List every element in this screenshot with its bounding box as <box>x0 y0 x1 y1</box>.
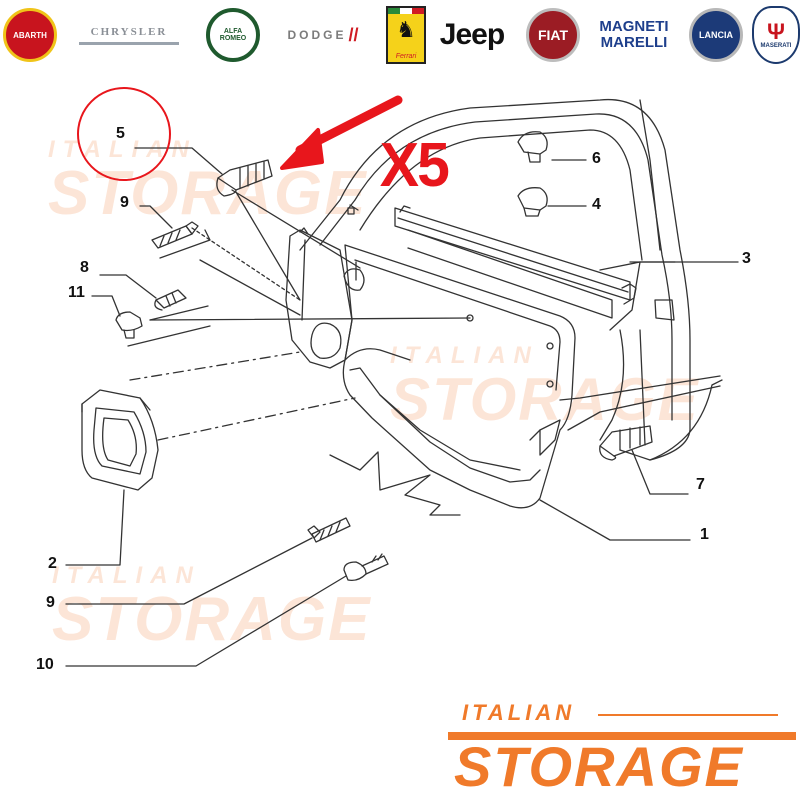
label-part-9: 9 <box>120 194 129 211</box>
part10-push-clip <box>343 561 367 582</box>
alfa-romeo-text: ALFA ROMEO <box>219 28 247 42</box>
part9-screw-lower <box>311 517 351 543</box>
trim-panel <box>342 244 576 509</box>
part9-screw-upper <box>151 225 193 249</box>
label-part-4: 4 <box>592 196 601 213</box>
label-part-5: 5 <box>116 125 125 142</box>
label-part-7: 7 <box>696 476 705 493</box>
alfa-romeo-badge-icon: ALFA ROMEO <box>206 8 260 62</box>
ferrari-shield-icon: ♞ Ferrari <box>386 6 426 64</box>
speaker-grille <box>81 389 159 491</box>
brand-logo-strip: ABARTH CHRYSLER ALFA ROMEO DODGE// ♞ Fer… <box>0 0 800 74</box>
ferrari-text: Ferrari <box>395 53 417 60</box>
fiat-badge-icon: FIAT <box>526 8 580 62</box>
jeep-text: Jeep <box>439 18 505 51</box>
dodge-stripes-icon: // <box>348 24 359 45</box>
magneti-marelli-text: MAGNETI MARELLI <box>599 18 669 51</box>
label-part-11: 11 <box>68 284 85 301</box>
lancia-badge-icon: LANCIA <box>689 8 743 62</box>
dodge-logo: DODGE// <box>270 6 376 64</box>
abarth-text: ABARTH <box>13 30 47 40</box>
label-part-10: 10 <box>36 656 54 673</box>
part11-clip <box>115 311 143 332</box>
highlight-circle <box>77 87 171 181</box>
logo-line2: STORAGE <box>454 735 744 798</box>
label-part-2: 2 <box>48 555 57 572</box>
fiat-logo: FIAT <box>524 6 582 64</box>
prancing-horse-icon: ♞ <box>396 17 416 42</box>
jeep-logo: Jeep <box>430 6 514 64</box>
chrysler-text: CHRYSLER <box>78 26 180 45</box>
dodge-text: DODGE <box>287 28 347 42</box>
abarth-scorpion-icon: ABARTH <box>3 8 57 62</box>
door-frame <box>299 98 691 461</box>
lancia-logo: LANCIA <box>686 6 746 64</box>
part7-fastener <box>599 425 653 457</box>
abarth-logo: ABARTH <box>2 6 58 64</box>
quantity-callout: X5 <box>379 131 450 200</box>
door-frame-inner <box>319 113 673 421</box>
logo-line1: ITALIAN <box>462 700 576 725</box>
italian-storage-logo: ITALIAN STORAGE <box>448 700 796 798</box>
maserati-text: MASERATI <box>760 43 792 49</box>
lancia-text: LANCIA <box>699 30 733 40</box>
part4-clip <box>517 187 548 211</box>
window-seal-strip <box>394 207 631 301</box>
chrysler-logo: CHRYSLER <box>62 6 196 64</box>
label-part-6: 6 <box>592 150 601 167</box>
magneti-marelli-logo: MAGNETI MARELLI <box>588 6 680 64</box>
part8-screw <box>155 289 187 309</box>
label-part-9-lower: 9 <box>46 594 55 611</box>
part5-fastener <box>217 159 273 191</box>
alfa-romeo-logo: ALFA ROMEO <box>204 6 262 64</box>
label-part-8: 8 <box>80 259 89 276</box>
logo-band <box>448 732 796 740</box>
label-part-3: 3 <box>742 250 751 267</box>
logo-rule <box>598 714 778 716</box>
ferrari-logo: ♞ Ferrari <box>384 6 428 64</box>
label-part-1: 1 <box>700 526 709 543</box>
part6-clip <box>517 131 548 155</box>
fiat-text: FIAT <box>537 27 569 43</box>
red-arrow-icon <box>280 95 403 170</box>
